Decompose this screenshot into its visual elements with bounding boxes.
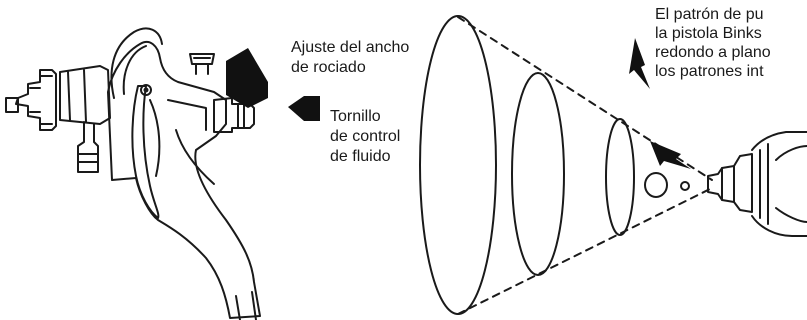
spray-width-label-line1: Ajuste del ancho [291,39,410,56]
pattern-text-line1: El patrón de pu [655,6,764,23]
pattern-circle-dot [680,181,690,191]
arrow-fluid-control [288,96,320,121]
fluid-screw-label-line3: de fluido [330,148,391,165]
pattern-ellipse-medium [605,118,635,236]
pattern-text-line2: la pistola Binks [655,25,762,42]
pattern-text-line3: redondo a plano [655,44,771,61]
spray-gun-illustration [5,27,261,320]
spray-width-label-line2: de rociado [291,59,366,76]
pattern-ellipse-widest [419,15,497,315]
arrow-spray-width [226,48,268,108]
arrow-pattern-nozzle [650,141,691,169]
fluid-screw-label-line1: Tornillo [330,108,381,125]
fluid-screw-label-line2: de control [330,128,401,145]
pattern-ellipse-wide [511,72,565,276]
spray-width-label: Ajuste del ancho de rociado [291,38,409,78]
spray-nozzle-illustration [707,131,807,237]
pattern-text-line4: los patrones int [655,63,764,80]
pattern-description-text: El patrón de pu la pistola Binks redondo… [655,5,771,81]
fluid-screw-label: Tornillo de control de fluido [330,107,400,167]
pattern-circle-small [644,172,668,198]
arrow-pattern-top [629,38,650,89]
